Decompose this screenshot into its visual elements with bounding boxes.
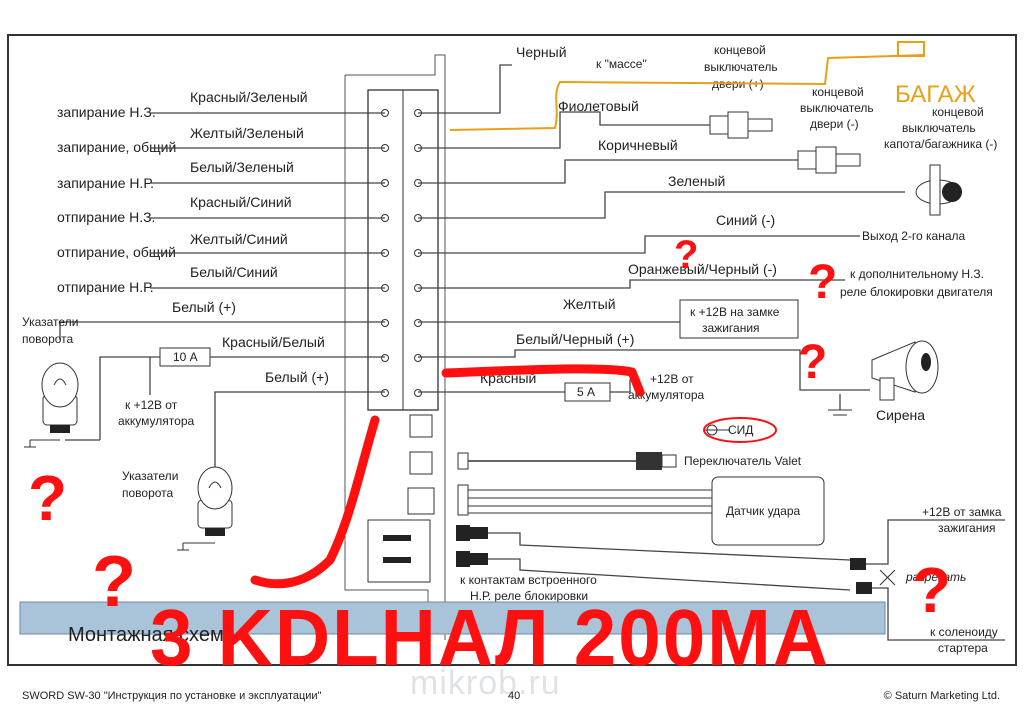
wire-left-1: Желтый/Зеленый <box>190 125 304 141</box>
door-minus-line3: двери (-) <box>810 117 859 131</box>
right-wires <box>418 64 905 416</box>
fuse-10a-label: 10 А <box>173 350 198 364</box>
no-relay-line1: к контактам встроенного <box>460 573 597 587</box>
wire-right-3: Зеленый <box>668 173 725 189</box>
ignition-box-line2: зажигания <box>702 321 760 335</box>
relay-connectors <box>456 519 1005 641</box>
door-minus-line2: выключатель <box>800 101 874 115</box>
wire-left-4: Желтый/Синий <box>190 231 288 247</box>
question-mark-5: ? <box>798 336 827 389</box>
ignition-box-line1: к +12В на замке <box>690 305 780 319</box>
cut-label: разрезать <box>905 570 966 584</box>
relay-nc-line1: к дополнительному Н.З. <box>850 267 984 281</box>
bulb-icon <box>24 362 79 448</box>
question-mark-2: ? <box>92 542 136 622</box>
ignition-plus-line2: зажигания <box>938 521 996 535</box>
wire-left-2: Белый/Зеленый <box>190 159 294 175</box>
wire-right-1: Фиолетовый <box>558 98 639 114</box>
question-mark-1: ? <box>28 462 67 534</box>
connector-pin <box>414 354 422 362</box>
starter-line1: к соленоиду <box>930 625 998 639</box>
bulb-icon <box>177 466 233 551</box>
orange-scribble: БАГАЖ <box>449 41 976 131</box>
scribble-top-text: БАГАЖ <box>895 81 976 108</box>
ground-label: к "массе" <box>596 57 647 71</box>
hood-line2: выключатель <box>902 121 976 135</box>
wire-left-8: Белый (+) <box>265 369 329 385</box>
fuse-10a <box>159 347 211 367</box>
wire-right-7: Белый/Черный (+) <box>516 331 634 347</box>
valet-switch-icon <box>457 452 677 470</box>
door-plus-line2: выключатель <box>704 60 778 74</box>
no-relay-line2: Н.Р. реле блокировки <box>470 589 588 603</box>
wire-right-4: Синий (-) <box>716 212 775 228</box>
wire-right-0: Черный <box>516 44 567 60</box>
left-wires <box>59 112 385 505</box>
footer-left: SWORD SW-30 "Инструкция по установке и э… <box>22 690 322 702</box>
footer-right: © Saturn Marketing Ltd. <box>883 690 1000 702</box>
left-label-unlock-nc: отпирание Н.З. <box>57 209 155 225</box>
section-title-bar <box>19 601 886 635</box>
hood-line3: капота/багажника (-) <box>884 137 997 151</box>
scribble-bottom-text: 3 KDLHAЛ 200MA <box>150 593 830 682</box>
hood-line1: концевой <box>932 105 984 119</box>
question-mark-4: ? <box>808 256 837 309</box>
turn-signal-top-line2: поворота <box>22 332 74 346</box>
wire-left-6: Белый (+) <box>172 299 236 315</box>
watermark: mikrob.ru <box>410 664 561 702</box>
door-minus-line1: концевой <box>812 85 864 99</box>
channel2-label: Выход 2-го канала <box>862 229 966 243</box>
led-label: СИД <box>728 423 753 437</box>
wire-left-3: Красный/Синий <box>190 194 292 210</box>
wire-right-5: Оранжевый/Черный (-) <box>628 261 777 277</box>
left-label-lock-no: запирание Н.Р. <box>57 175 154 191</box>
turn-signal-top-line1: Указатели <box>22 315 78 329</box>
siren-icon <box>871 340 939 401</box>
door-plus-line1: концевой <box>714 43 766 57</box>
turn-signal-bottom-line2: поворота <box>122 486 174 500</box>
starter-line2: стартера <box>938 641 988 655</box>
door-switch-plus-icon <box>709 111 773 139</box>
siren-label: Сирена <box>876 407 925 423</box>
wire-left-0: Красный/Зеленый <box>190 89 308 105</box>
left-label-lock-nc: запирание Н.З. <box>57 104 156 120</box>
connector-pin <box>414 319 422 327</box>
footer-page-number: 40 <box>508 690 521 702</box>
valet-label: Переключатель Valet <box>684 454 802 468</box>
battery-left-line2: аккумулятора <box>118 414 195 428</box>
wire-right-2: Коричневый <box>598 137 678 153</box>
battery-right-line2: аккумулятора <box>628 388 705 402</box>
door-switch-minus-icon <box>797 146 861 174</box>
fuse-5a <box>564 382 611 402</box>
red-scribbles: ? ? ? ? ? ? 3 KDLHAЛ 200MA <box>28 233 951 682</box>
connector-pin <box>414 389 422 397</box>
battery-right-line1: +12В от <box>650 372 694 386</box>
section-title: Монтажная схема <box>68 624 236 646</box>
connector-pin <box>381 389 389 397</box>
shock-sensor-label: Датчик удара <box>726 504 801 518</box>
hood-switch-icon <box>915 164 962 216</box>
question-mark-6: ? <box>912 554 951 626</box>
fuse-5a-label: 5 А <box>577 385 595 399</box>
left-label-lock-common: запирание, общий <box>57 139 176 155</box>
left-label-unlock-common: отпирание, общий <box>57 244 176 260</box>
led-icon <box>705 424 730 436</box>
wire-left-7: Красный/Белый <box>222 334 325 350</box>
ignition-box <box>679 299 799 339</box>
connector-pin <box>381 354 389 362</box>
shock-sensor-wires <box>457 484 712 516</box>
connector-pin <box>381 319 389 327</box>
ignition-plus-line1: +12В от замка <box>922 505 1002 519</box>
turn-signal-bottom-line1: Указатели <box>122 469 178 483</box>
wire-left-5: Белый/Синий <box>190 264 278 280</box>
wire-right-6: Желтый <box>563 296 616 312</box>
shock-sensor-box <box>711 476 825 546</box>
relay-nc-line2: реле блокировки двигателя <box>840 285 993 299</box>
question-mark-3: ? <box>674 233 698 277</box>
left-label-unlock-no: отпирание Н.Р. <box>57 279 154 295</box>
battery-left-line1: к +12В от <box>125 398 178 412</box>
